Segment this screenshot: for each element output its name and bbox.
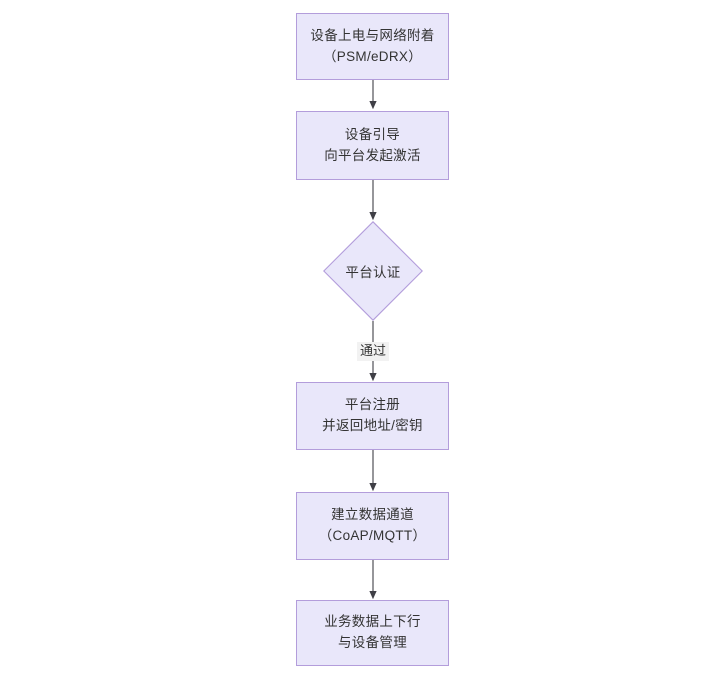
flow-node-n5-line-2: （CoAP/MQTT） (318, 528, 427, 543)
flow-node-n1[interactable]: 设备上电与网络附着 （PSM/eDRX） (296, 13, 449, 80)
flow-node-n5[interactable]: 建立数据通道 （CoAP/MQTT） (296, 492, 449, 560)
flow-node-n3[interactable]: 平台认证 (323, 221, 423, 321)
flow-node-n2-line-2: 向平台发起激活 (324, 147, 421, 163)
flow-node-n4-line-1: 平台注册 (344, 397, 401, 413)
flow-node-n6-line-2: 与设备管理 (338, 635, 407, 650)
flow-node-n1-line-1: 设备上电与网络附着 (310, 27, 435, 43)
flow-node-n1-line-2: （PSM/eDRX） (322, 48, 423, 64)
flow-node-n6[interactable]: 业务数据上下行 与设备管理 (296, 600, 449, 666)
flow-node-n4-line-2: 并返回地址/密钥 (322, 418, 423, 433)
flow-node-n4[interactable]: 平台注册 并返回地址/密钥 (296, 382, 449, 450)
flow-node-n5-line-1: 建立数据通道 (331, 507, 414, 523)
edge-label-n3-n4: 通过 (356, 342, 390, 361)
flow-node-n3-label: 平台认证 (345, 265, 401, 280)
flow-node-n2[interactable]: 设备引导 向平台发起激活 (296, 111, 449, 180)
diamond-shape (323, 221, 423, 321)
flow-node-n6-line-1: 业务数据上下行 (324, 614, 421, 630)
flow-node-n2-line-1: 设备引导 (344, 126, 401, 142)
